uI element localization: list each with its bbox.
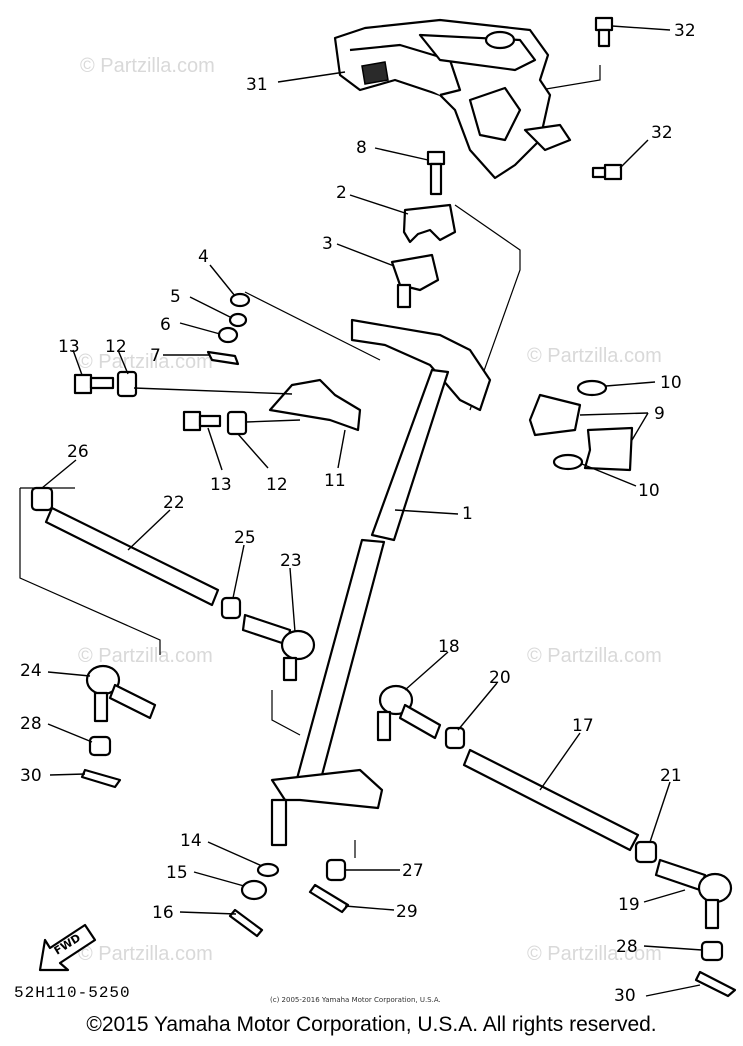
callout-20: 20	[489, 668, 511, 688]
nut-part-26	[30, 486, 54, 512]
washer-part-4	[229, 292, 251, 308]
nut-part-21	[634, 840, 658, 864]
cotter-pin-part-29	[308, 883, 350, 914]
callout-22: 22	[163, 493, 185, 513]
callout-11: 11	[324, 471, 346, 491]
watermark-2: © Partzilla.com	[78, 351, 213, 373]
upper-clamp-part-2	[402, 203, 457, 244]
callout-10-top: 10	[660, 373, 682, 393]
tie-rod-end-part-24	[85, 664, 157, 723]
leader-lines	[41, 25, 703, 997]
callout-numbers: 32 31 32 8 2 3 4 5 6 7 13 12 13 12 11 10…	[20, 21, 696, 1006]
watermarks: © Partzilla.com © Partzilla.com © Partzi…	[78, 55, 662, 965]
watermark-3: © Partzilla.com	[527, 345, 662, 367]
lower-clamp-part-3	[390, 253, 440, 309]
callout-9: 9	[654, 404, 665, 424]
callout-10-bottom: 10	[638, 481, 660, 501]
callout-23: 23	[280, 551, 302, 571]
nut-part-20	[444, 726, 466, 750]
callout-31: 31	[246, 75, 268, 95]
watermark-1: © Partzilla.com	[80, 55, 215, 77]
clip-part-12-bottom	[226, 410, 248, 436]
callout-13-top: 13	[58, 337, 80, 357]
column-bracket	[350, 318, 492, 412]
pin-part-7	[206, 350, 240, 366]
bushing-part-9	[528, 393, 634, 472]
callout-12-bottom: 12	[266, 475, 288, 495]
callout-14: 14	[180, 831, 202, 851]
callout-17: 17	[572, 716, 594, 736]
footer-copyright: ©2015 Yamaha Motor Corporation, U.S.A. A…	[86, 1013, 657, 1036]
cotter-pin-part-30-right	[694, 970, 737, 998]
diagram-code: 52H110-5250	[14, 984, 131, 1002]
callout-32-top: 32	[674, 21, 696, 41]
tie-rod-part-22	[44, 506, 220, 607]
callout-8: 8	[356, 138, 367, 158]
nut-part-15	[240, 879, 268, 901]
watermark-7: © Partzilla.com	[527, 943, 662, 965]
callout-25: 25	[234, 528, 256, 548]
callout-30-left: 30	[20, 766, 42, 786]
tie-rod-end-part-18	[376, 684, 442, 742]
callout-28-right: 28	[616, 937, 638, 957]
callout-12-top: 12	[105, 337, 127, 357]
nut-part-6	[217, 326, 239, 344]
nut-part-28-left	[88, 735, 112, 757]
bolt-part-32-right	[591, 163, 623, 181]
callout-28-left: 28	[20, 714, 42, 734]
bracket-part-11	[268, 378, 362, 432]
callout-4: 4	[198, 247, 209, 267]
callout-15: 15	[166, 863, 188, 883]
bolt-part-32-top	[594, 16, 614, 48]
callout-27: 27	[402, 861, 424, 881]
callout-6: 6	[160, 315, 171, 335]
callout-2: 2	[336, 183, 347, 203]
cotter-pin-part-30-left	[80, 768, 122, 789]
callout-29: 29	[396, 902, 418, 922]
callout-32-right: 32	[651, 123, 673, 143]
bolt-part-13-top	[73, 373, 115, 395]
assembly-frames	[19, 65, 601, 858]
callout-26: 26	[67, 442, 89, 462]
steering-column-part-1	[270, 368, 450, 847]
washer-part-10-top	[576, 379, 608, 397]
handlebar-bracket-part-31	[333, 18, 572, 180]
callout-21: 21	[660, 766, 682, 786]
washer-part-14	[256, 862, 280, 878]
bolt-part-8	[426, 150, 446, 196]
washer-part-10-bottom	[552, 453, 584, 471]
callout-13-bottom: 13	[210, 475, 232, 495]
callout-1: 1	[462, 504, 473, 524]
tie-rod-end-part-19	[654, 858, 733, 930]
clip-part-12-top	[116, 370, 138, 398]
callout-30-right: 30	[614, 986, 636, 1006]
tie-rod-part-17	[462, 748, 640, 852]
nut-part-5	[228, 312, 248, 328]
nut-part-25	[220, 596, 242, 620]
callout-3: 3	[322, 234, 333, 254]
callout-19: 19	[618, 895, 640, 915]
callout-16: 16	[152, 903, 174, 923]
nut-part-28-right	[700, 940, 724, 962]
callout-7: 7	[150, 346, 161, 366]
callout-5: 5	[170, 287, 181, 307]
watermark-6: © Partzilla.com	[78, 943, 213, 965]
bolt-part-13-bottom	[182, 410, 222, 432]
callout-18: 18	[438, 637, 460, 657]
tie-rod-end-part-23	[241, 613, 316, 682]
nut-part-27	[325, 858, 347, 882]
watermark-5: © Partzilla.com	[78, 645, 213, 667]
watermark-4: © Partzilla.com	[527, 645, 662, 667]
small-copyright: (c) 2005-2016 Yamaha Motor Corporation, …	[270, 996, 441, 1004]
callout-24: 24	[20, 661, 42, 681]
